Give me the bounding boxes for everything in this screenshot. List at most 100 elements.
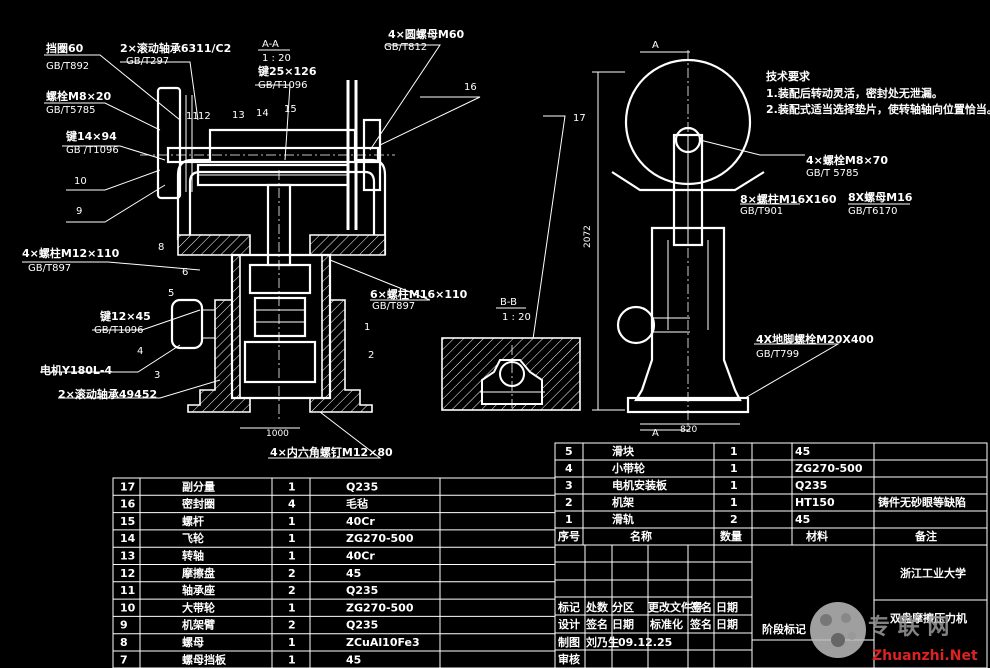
callout-text: 8X螺母M16	[848, 190, 913, 204]
frame-body-left	[177, 234, 251, 413]
bom-cell-mat: 45	[346, 653, 361, 666]
bom-cell-no: 7	[120, 653, 128, 666]
callout-sub: GB/T901	[740, 206, 783, 217]
bom-cell-mat: 45	[795, 513, 810, 526]
view-a-marker-top: A	[652, 40, 659, 51]
side-view: A A 2072 820 4×螺栓M8×70 GB/T 5785 8×螺柱M16…	[583, 40, 913, 439]
bom-cell-name: 转轴	[182, 549, 204, 563]
watermark-en: Zhuanzhi.Net	[872, 648, 978, 664]
bom-cell-name: 大带轮	[182, 600, 215, 614]
bom-cell-mat: ZG270-500	[795, 462, 863, 475]
callout-text: 4×内六角螺钉M12×80	[270, 445, 393, 459]
tb-cell: 标记	[557, 600, 580, 614]
callout-text: 4×圆螺母M60	[388, 27, 464, 41]
slider-body	[243, 340, 317, 384]
section-aa-scale: 1 : 20	[262, 53, 291, 64]
callout-sub: GB/T812	[384, 42, 427, 53]
bom-cell-no: 10	[120, 601, 136, 614]
bom-cell-no: 14	[120, 532, 136, 545]
bom-cell-name: 电机安装板	[612, 478, 668, 492]
motor	[170, 298, 204, 350]
callout-sub: GB/T897	[28, 263, 71, 274]
part-number: 15	[284, 104, 297, 115]
part-number: 5	[168, 288, 174, 299]
callout-text: 4×螺栓M8×70	[806, 153, 888, 167]
tb-cell: 审核	[558, 652, 580, 666]
bom-cell-qty: 1	[288, 532, 296, 545]
tb-cell: 标准化	[649, 617, 683, 631]
bom-cell-qty: 1	[288, 601, 296, 614]
callout-text: 螺栓M8×20	[46, 89, 111, 103]
callout-sub: GB/T5785	[46, 105, 96, 116]
bom-cell-no: 8	[120, 636, 128, 649]
bom-cell-name: 小带轮	[611, 461, 645, 475]
bom-cell-no: 1	[565, 513, 573, 526]
section-aa-view: A-A 1 : 20	[140, 39, 395, 439]
bom-cell-no: 9	[120, 619, 128, 632]
bom-cell-no: 15	[120, 515, 135, 528]
title-drawing-name: 双盘摩擦压力机	[890, 611, 967, 625]
tb-cell: 制图	[558, 635, 580, 649]
bom-cell-note: 铸件无砂眼等缺陷	[878, 495, 966, 509]
bom-cell-qty: 1	[288, 636, 296, 649]
tech-requirement-item: 2.装配式适当选择垫片，使转轴轴向位置恰当。	[766, 102, 990, 116]
callout-sub: GB/T1096	[258, 80, 308, 91]
bom-cell-name: 机架臂	[182, 618, 215, 632]
callout-text: 键12×45	[99, 309, 151, 323]
bom-cell-qty: 1	[288, 653, 296, 666]
bom-cell-qty: 2	[288, 619, 296, 632]
callout-text: 挡圈60	[46, 41, 84, 55]
bom-cell-name: 密封圈	[182, 497, 215, 511]
bom-cell-no: 17	[120, 480, 135, 493]
part-number: 12	[198, 111, 211, 122]
tech-requirement-item: 1.装配后转动灵活，密封处无泄漏。	[766, 86, 943, 100]
dim-width-front: 1000	[266, 429, 289, 439]
watermark-logo-icon	[810, 602, 866, 658]
part-number: 9	[76, 206, 82, 217]
callout-text: 2×滚动轴承6311/C2	[120, 41, 231, 55]
section-bb-view: B-B 1 : 20	[441, 297, 581, 411]
tb-cell: 处数	[585, 600, 609, 614]
bom-cell-qty: 2	[288, 567, 296, 580]
bom-cell-qty: 1	[730, 462, 738, 475]
callout-text: 4×螺柱M12×110	[22, 246, 120, 260]
part-number-labels: 11 12 13 14 15 16 10 9 8 6 5 4 3 1 2 17	[74, 82, 586, 381]
tech-requirements: 技术要求 1.装配后转动灵活，密封处无泄漏。 2.装配式适当选择垫片，使转轴轴向…	[766, 69, 990, 116]
bom-cell-name: 飞轮	[182, 531, 204, 545]
frame-body-right	[309, 234, 386, 413]
view-a-marker-bottom: A	[652, 428, 659, 439]
motor-side	[616, 305, 656, 345]
tb-cell: 更改文件号	[648, 600, 703, 614]
bom-cell-name: 螺母挡板	[182, 652, 227, 666]
callout-text: 8×螺柱M16X160	[740, 192, 837, 206]
bom-cell-qty: 1	[288, 515, 296, 528]
bom-cell-no: 16	[120, 498, 136, 511]
tb-cell: 日期	[716, 600, 738, 614]
part-number: 10	[74, 176, 87, 187]
bom-cell-qty: 1	[288, 550, 296, 563]
section-bb-title: B-B	[500, 297, 517, 308]
tb-cell: 签名	[689, 600, 712, 614]
tb-cell: 签名	[585, 617, 608, 631]
bom-cell-qty: 2	[730, 513, 738, 526]
bom-header-qty: 数量	[720, 529, 742, 543]
watermark-cn: 专 联 网	[868, 614, 949, 640]
callout-sub: GB/T 5785	[806, 168, 859, 179]
bom-cell-no: 12	[120, 567, 135, 580]
watermark: 专 联 网 Zhuanzhi.Net	[810, 602, 978, 664]
bom-cell-qty: 1	[730, 496, 738, 509]
part-number: 17	[573, 113, 586, 124]
part-number: 13	[232, 110, 245, 121]
callout-sub: GB/T1096	[94, 325, 144, 336]
nut	[248, 263, 312, 295]
bom-cell-mat: HT150	[795, 496, 835, 509]
section-bb-scale: 1 : 20	[502, 312, 531, 323]
frame-column-side	[634, 226, 742, 402]
bom-cell-mat: 毛毡	[346, 497, 368, 511]
bom-cell-name: 滑轨	[612, 512, 634, 526]
tb-cell: 09.12.25	[618, 636, 672, 649]
callout-sub: GB/T799	[756, 349, 799, 360]
